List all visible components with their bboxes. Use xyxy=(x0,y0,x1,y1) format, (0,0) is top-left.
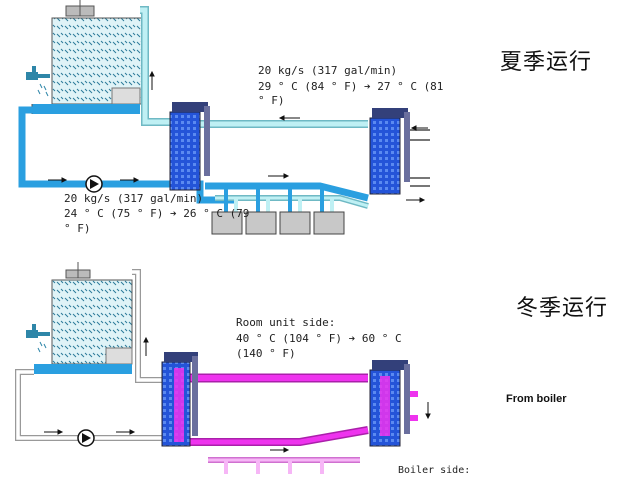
summer-temp-bottom: 24 ° C (75 ° F) ➔ 26 ° C (79 xyxy=(64,207,250,220)
pump-summer xyxy=(85,175,103,193)
winter-section xyxy=(15,262,431,474)
heat-exchanger-right-winter xyxy=(369,360,410,447)
summer-temp-bottom-unit: ° F) xyxy=(64,222,91,235)
distribution-pipe-summer xyxy=(205,182,369,235)
pump-winter xyxy=(77,429,95,447)
flow-arrows-summer xyxy=(48,70,428,203)
summer-title: 夏季运行 xyxy=(500,50,593,75)
cooling-tower-summer xyxy=(31,0,143,114)
cooling-tower-winter xyxy=(34,262,133,374)
summer-temp-top-unit: ° F) xyxy=(258,94,285,107)
boiler-side-label: Boiler side: xyxy=(398,465,471,476)
summer-temp-top: 29 ° C (84 ° F) ➔ 27 ° C (81 xyxy=(258,80,444,93)
summer-section xyxy=(18,0,430,235)
winter-room-temp-unit: (140 ° F) xyxy=(236,347,296,360)
flow-arrows-winter xyxy=(44,336,431,453)
heat-exchanger-right-summer xyxy=(369,108,430,195)
faucet-summer xyxy=(26,66,50,97)
from-boiler-label: From boiler xyxy=(506,393,567,405)
winter-room-side: Room unit side: xyxy=(236,316,336,329)
heat-exchanger-left-winter xyxy=(161,352,198,447)
winter-title: 冬季运行 xyxy=(516,296,609,321)
summer-flow-top: 20 kg/s (317 gal/min) xyxy=(258,64,398,77)
heating-pipe-winter xyxy=(180,373,418,474)
summer-flow-bottom: 20 kg/s (317 gal/min) xyxy=(64,192,204,205)
winter-room-temp: 40 ° C (104 ° F) ➔ 60 ° C xyxy=(236,332,402,345)
heat-exchanger-left-summer xyxy=(169,102,210,191)
faucet-winter xyxy=(26,324,50,353)
